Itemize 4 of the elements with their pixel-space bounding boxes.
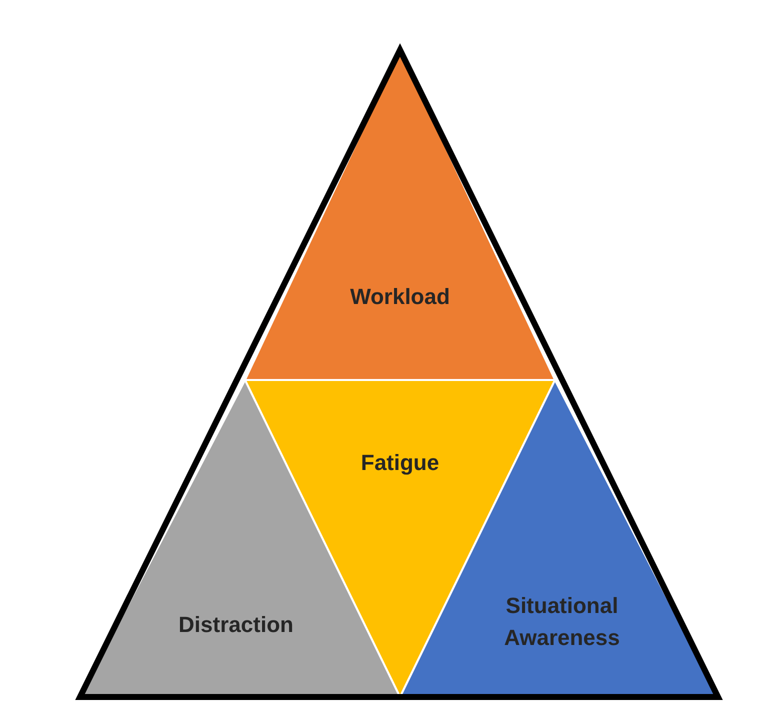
segment-label: Distraction [178, 611, 294, 640]
segment-label: Situational Awareness [503, 592, 621, 652]
segment-label: Fatigue [360, 449, 440, 478]
segment-label: Workload [350, 283, 450, 312]
